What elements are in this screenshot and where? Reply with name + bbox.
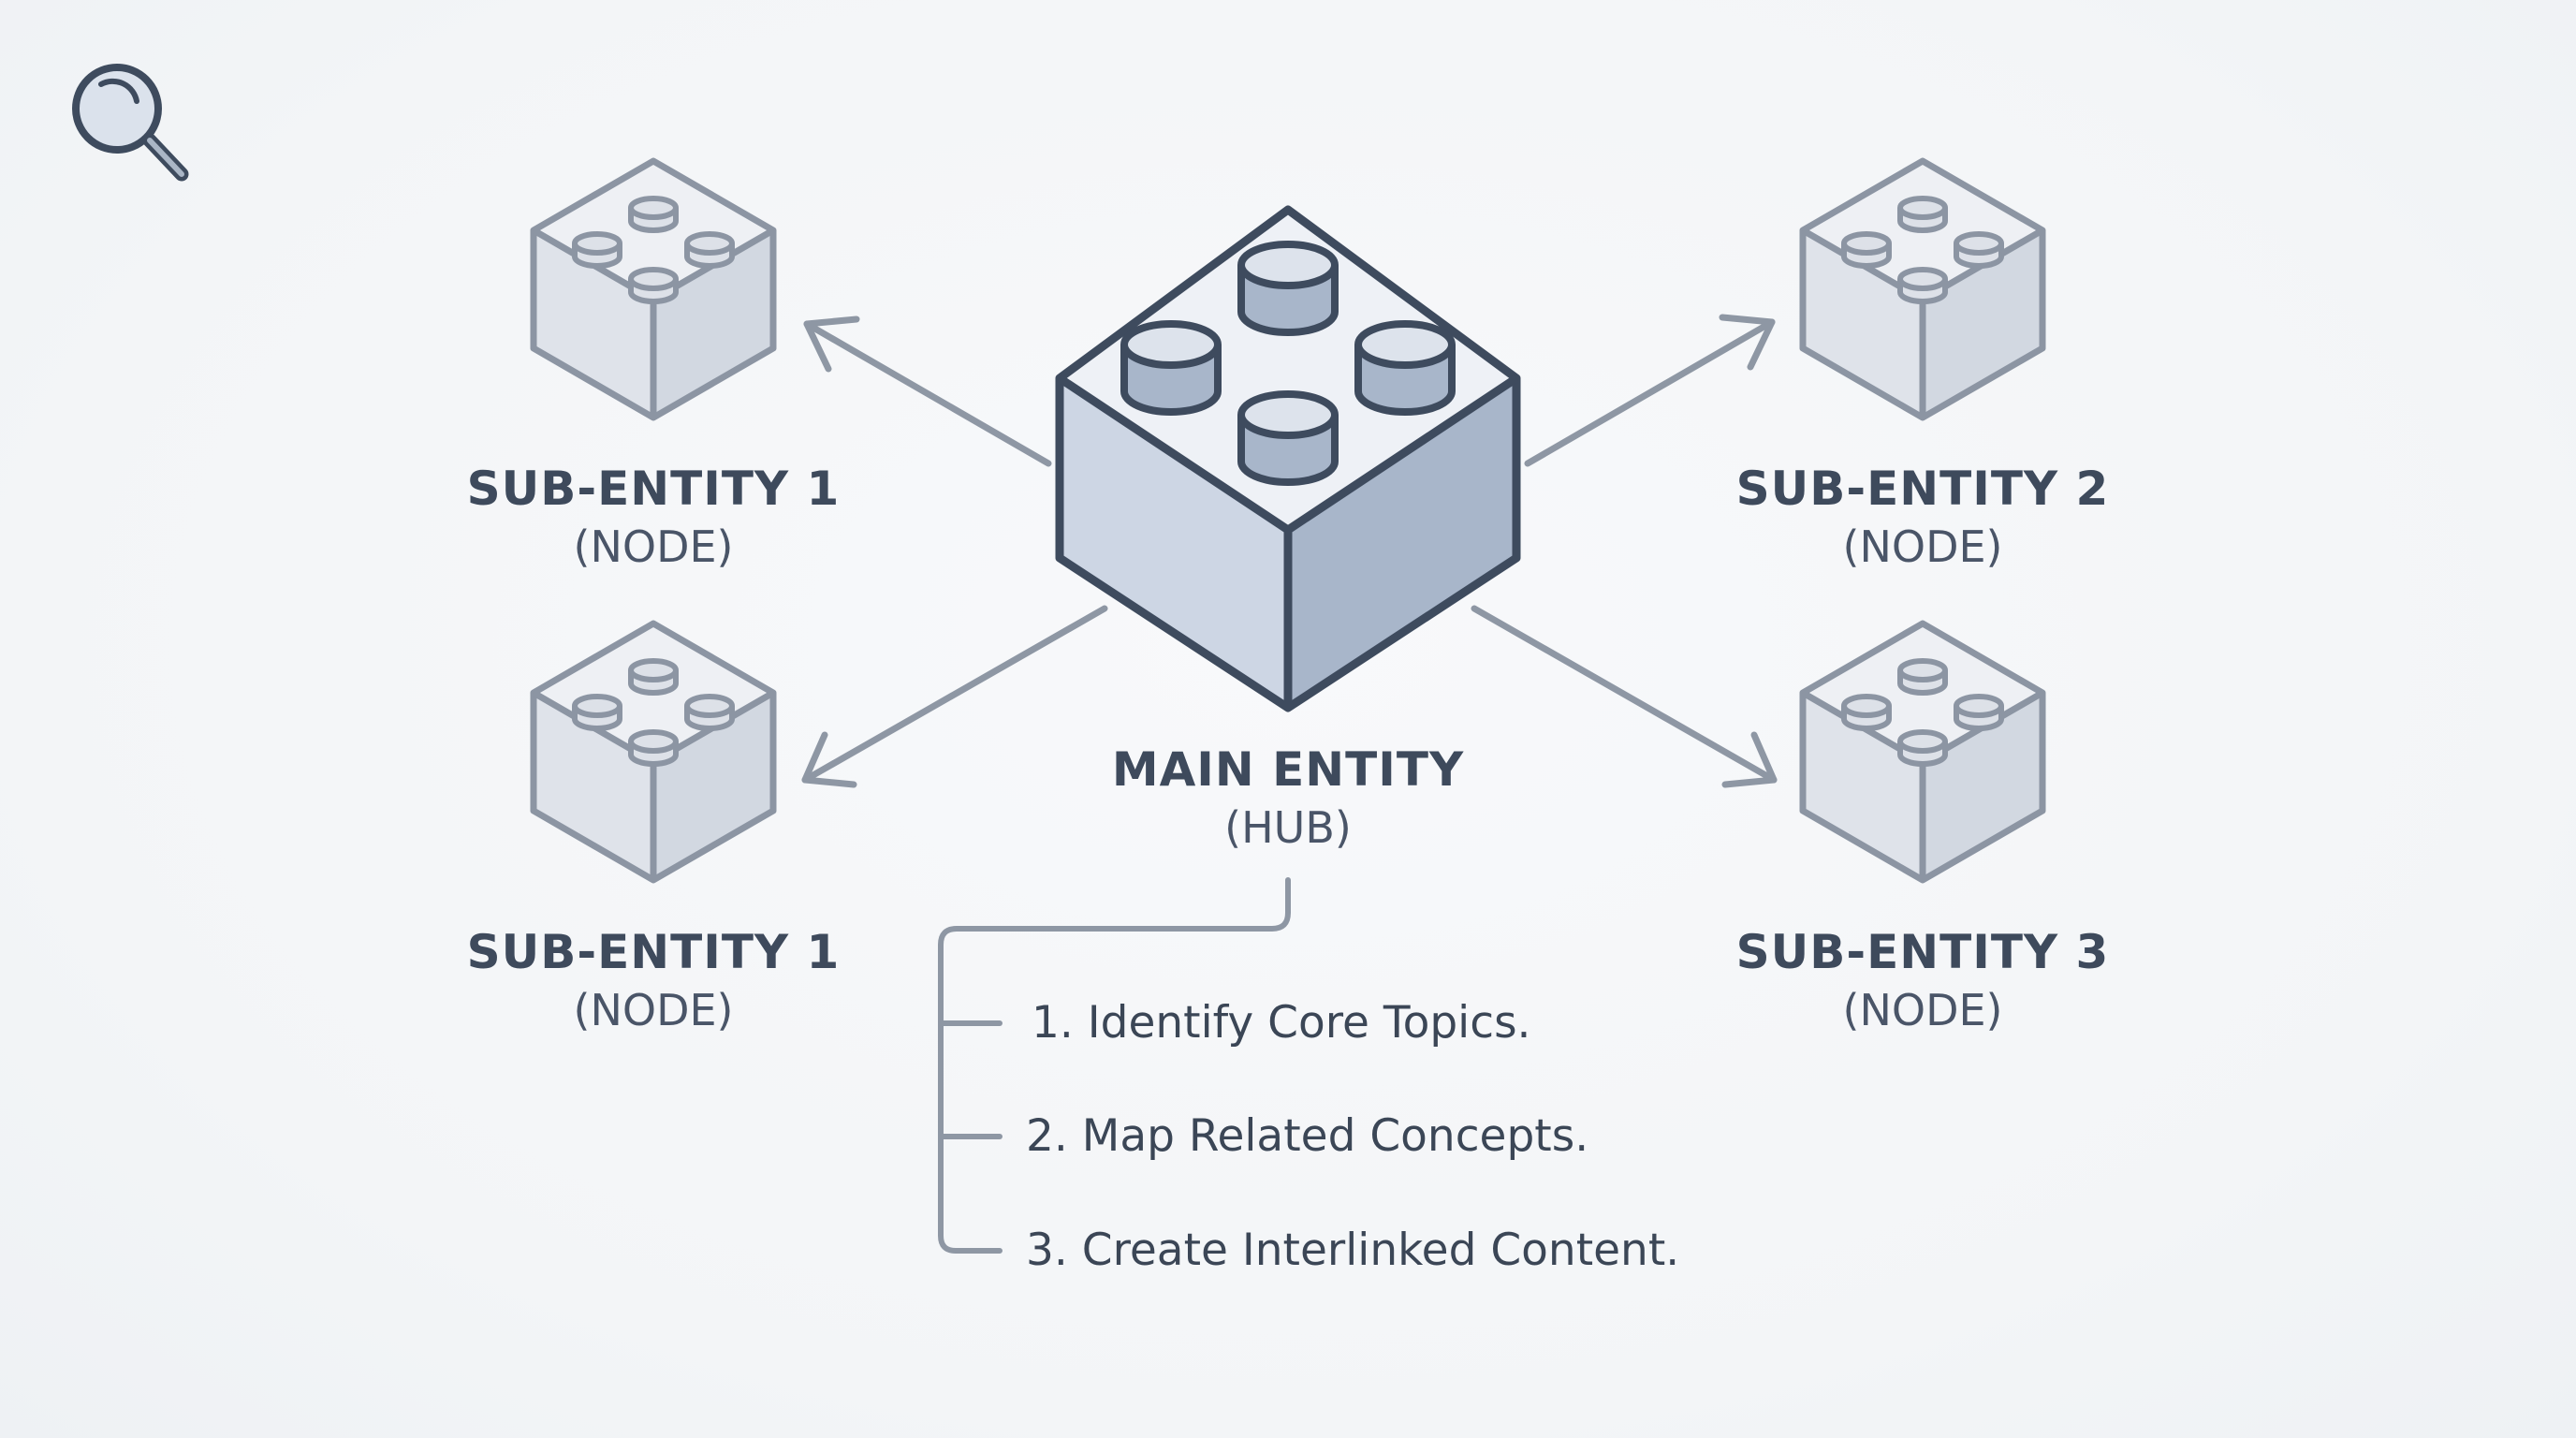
sub-entity-2-brick-icon	[1803, 161, 2042, 418]
sub-entity-1-top-brick-icon	[534, 161, 773, 418]
node-title: SUB-ENTITY 1	[466, 925, 841, 979]
step-item-3: 3. Create Interlinked Content.	[1026, 1225, 1680, 1276]
node-label-sub-entity-1-bottom: SUB-ENTITY 1 (NODE)	[419, 922, 887, 1038]
node-label-sub-entity-3: SUB-ENTITY 3 (NODE)	[1689, 922, 2157, 1038]
node-subtitle: (NODE)	[573, 521, 734, 572]
hub-title: MAIN ENTITY	[1111, 742, 1465, 797]
node-label-sub-entity-2: SUB-ENTITY 2 (NODE)	[1689, 459, 2157, 575]
node-subtitle: (NODE)	[573, 985, 734, 1035]
arrow-to-sub-entity-3	[1471, 605, 1778, 788]
step-item-2: 2. Map Related Concepts.	[1026, 1110, 1589, 1162]
hub-brick-icon	[1055, 205, 1521, 712]
arrow-to-sub-entity-1-bottom	[801, 605, 1108, 788]
step-item-1: 1. Identify Core Topics.	[1032, 997, 1531, 1049]
magnifier-icon	[72, 64, 189, 182]
sub-entity-3-brick-icon	[1803, 624, 2042, 880]
node-title: SUB-ENTITY 1	[466, 462, 841, 516]
connection-arrows	[801, 314, 1778, 788]
node-title: SUB-ENTITY 3	[1735, 925, 2110, 979]
node-title: SUB-ENTITY 2	[1735, 462, 2110, 516]
node-subtitle: (NODE)	[1842, 521, 2003, 572]
node-subtitle: (NODE)	[1842, 985, 2003, 1035]
hub-subtitle: (HUB)	[1224, 802, 1352, 853]
steps-bracket	[938, 877, 1291, 1254]
sub-entity-1-bottom-brick-icon	[534, 624, 773, 880]
arrow-to-sub-entity-2	[1524, 314, 1776, 467]
hub-label: MAIN ENTITY (HUB)	[1007, 740, 1569, 856]
arrow-to-sub-entity-1-top	[803, 315, 1052, 467]
node-label-sub-entity-1-top: SUB-ENTITY 1 (NODE)	[419, 459, 887, 575]
